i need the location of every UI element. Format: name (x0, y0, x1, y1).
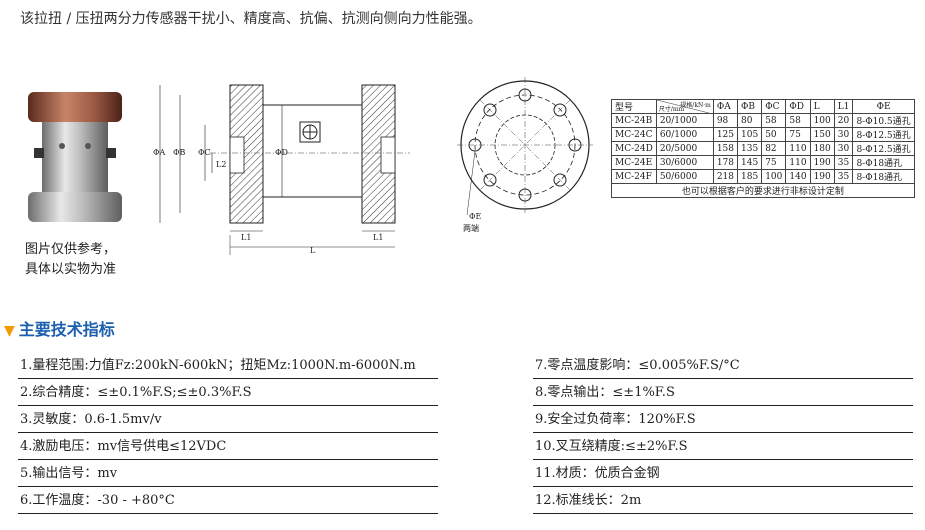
table-note-row: 也可以根据客户的要求进行非标设计定制 (611, 183, 915, 198)
table-cell: 8-Φ12.5通孔 (852, 141, 915, 156)
table-cell: 50 (761, 127, 787, 142)
list-item: 2.综合精度：≤±0.1%F.S;≤±0.3%F.S (18, 379, 438, 406)
dim-label-d: ΦD (275, 148, 288, 157)
table-cell: 145 (736, 155, 763, 170)
table-cell: 30 (833, 141, 854, 156)
table-row: MC-24D 20/5000 158 135 82 110 180 30 8-Φ… (611, 141, 915, 156)
table-cell: 35 (833, 155, 854, 170)
table-cell: 140 (785, 169, 811, 184)
flange-end-view: ΦE 两端 (455, 75, 595, 239)
list-item: 6.工作温度：-30 - +80°C (18, 487, 438, 514)
dim-label-b: ΦB (173, 148, 186, 157)
table-header-b: ΦB (736, 99, 763, 114)
dim-label-c: ΦC (198, 148, 211, 157)
side-view-drawing: ΦA ΦB ΦC ΦD L2 L1 L1 L (150, 75, 430, 259)
dim-label-l1-right: L1 (373, 233, 383, 242)
dim-label-l1-left: L1 (241, 233, 251, 242)
table-cell: 185 (736, 169, 763, 184)
table-cell: 125 (712, 127, 739, 142)
table-header-model: 型号 (611, 99, 657, 114)
table-cell: 75 (785, 127, 811, 142)
table-cell: 178 (712, 155, 739, 170)
table-cell: 20/1000 (655, 113, 714, 128)
table-cell: 30 (833, 127, 854, 142)
table-row: MC-24C 60/1000 125 105 50 75 150 30 8-Φ1… (611, 127, 915, 142)
flange-label-both-ends: 两端 (463, 223, 479, 233)
table-cell: 35 (833, 169, 854, 184)
table-cell: 180 (809, 141, 835, 156)
table-row: MC-24E 30/6000 178 145 75 110 190 35 8-Φ… (611, 155, 915, 170)
table-cell: 50/6000 (655, 169, 714, 184)
dimension-table: 型号 规格/kN·m 尺寸/mm ΦA ΦB ΦC ΦD L L1 ΦE MC-… (611, 99, 915, 198)
spec-list-left: 1.量程范围:力值Fz:200kN-600kN；扭矩Mz:1000N.m-600… (18, 352, 438, 514)
table-cell: 218 (712, 169, 739, 184)
table-cell: 8-Φ10.5通孔 (852, 113, 915, 128)
section-title: ▼主要技术指标 (4, 316, 115, 340)
table-cell: 135 (736, 141, 763, 156)
table-cell: 8-Φ18通孔 (852, 155, 915, 170)
intro-text: 该拉扭 / 压扭两分力传感器干扰小、精度高、抗偏、抗测向侧向力性能强。 (20, 11, 482, 27)
table-header-e: ΦE (852, 99, 915, 114)
photo-caption-line2: 具体以实物为准 (25, 262, 117, 277)
table-cell: MC-24E (611, 155, 657, 170)
table-cell: MC-24D (611, 141, 657, 156)
table-cell: 100 (761, 169, 787, 184)
table-cell: 110 (785, 141, 811, 156)
table-cell: 58 (761, 113, 787, 128)
table-row: MC-24F 50/6000 218 185 100 140 190 35 8-… (611, 169, 915, 184)
table-cell: 20 (833, 113, 854, 128)
table-cell: 190 (809, 169, 835, 184)
table-header-c: ΦC (761, 99, 787, 114)
table-cell: 60/1000 (655, 127, 714, 142)
table-header-a: ΦA (712, 99, 739, 114)
list-item: 8.零点输出：≤±1%F.S (533, 379, 913, 406)
table-header-l: L (809, 99, 835, 114)
photo-caption-line1: 图片仅供参考， (25, 242, 117, 257)
table-cell: 98 (712, 113, 739, 128)
list-item: 7.零点温度影响：≤0.005%F.S/°C (533, 352, 913, 379)
list-item: 3.灵敏度：0.6-1.5mv/v (18, 406, 438, 433)
table-header-row: 型号 规格/kN·m 尺寸/mm ΦA ΦB ΦC ΦD L L1 ΦE (611, 99, 915, 114)
list-item: 11.材质：优质合金钢 (533, 460, 913, 487)
table-cell: 100 (809, 113, 835, 128)
list-item: 4.激励电压：mv信号供电≤12VDC (18, 433, 438, 460)
table-header-range-top: 规格/kN·m (680, 102, 711, 109)
table-cell: 8-Φ12.5通孔 (852, 127, 915, 142)
table-header-d: ΦD (785, 99, 811, 114)
table-cell: 158 (712, 141, 739, 156)
table-cell: 82 (761, 141, 787, 156)
table-row: MC-24B 20/1000 98 80 58 58 100 20 8-Φ10.… (611, 113, 915, 128)
table-cell: MC-24B (611, 113, 657, 128)
table-cell: MC-24C (611, 127, 657, 142)
table-cell: 105 (736, 127, 763, 142)
table-cell: 110 (785, 155, 811, 170)
table-cell: 8-Φ18通孔 (852, 169, 915, 184)
table-cell: 190 (809, 155, 835, 170)
table-cell: 75 (761, 155, 787, 170)
spec-list-right: 7.零点温度影响：≤0.005%F.S/°C 8.零点输出：≤±1%F.S 9.… (533, 352, 913, 514)
table-cell: 80 (736, 113, 763, 128)
product-photo (20, 88, 130, 226)
table-header-range: 规格/kN·m 尺寸/mm (655, 99, 714, 114)
table-cell: MC-24F (611, 169, 657, 184)
dim-label-l2: L2 (216, 160, 226, 169)
dim-label-l: L (310, 246, 316, 255)
table-cell: 150 (809, 127, 835, 142)
table-cell: 58 (785, 113, 811, 128)
table-note: 也可以根据客户的要求进行非标设计定制 (611, 183, 915, 198)
table-header-range-bottom: 尺寸/mm (658, 106, 685, 113)
dim-label-a: ΦA (153, 148, 166, 157)
triangle-icon: ▼ (4, 323, 15, 339)
table-header-l1: L1 (833, 99, 854, 114)
photo-caption: 图片仅供参考， 具体以实物为准 (25, 240, 116, 280)
list-item: 10.叉互绕精度:≤±2%F.S (533, 433, 913, 460)
flange-label-e: ΦE (469, 212, 482, 221)
table-cell: 20/5000 (655, 141, 714, 156)
list-item: 1.量程范围:力值Fz:200kN-600kN；扭矩Mz:1000N.m-600… (18, 352, 438, 379)
list-item: 12.标准线长：2m (533, 487, 913, 514)
table-cell: 30/6000 (655, 155, 714, 170)
list-item: 5.输出信号：mv (18, 460, 438, 487)
list-item: 9.安全过负荷率：120%F.S (533, 406, 913, 433)
section-title-text: 主要技术指标 (18, 320, 115, 339)
